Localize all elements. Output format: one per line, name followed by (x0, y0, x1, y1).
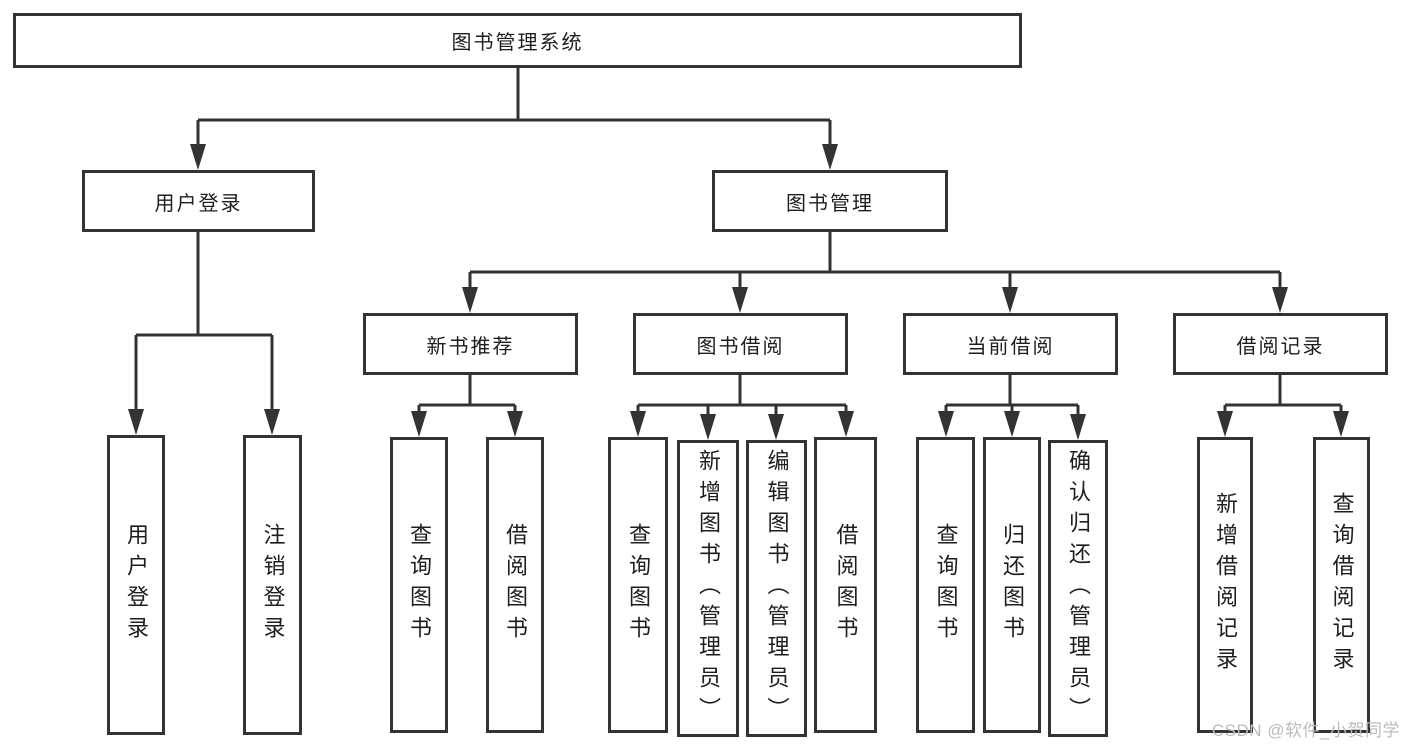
node-book-management-branch: 图书管理 (712, 170, 948, 232)
connector-root-to-level2 (196, 68, 832, 152)
node-group-new-book-recommend: 新书推荐 (363, 313, 578, 375)
connector-borrow-to-leaves (636, 375, 848, 424)
node-leaf-add-book-admin-label: 新增图书（管理员） (696, 449, 721, 728)
node-leaf-borrow-query-books-label: 查询图书 (626, 523, 651, 647)
node-group-new-book-recommend-label: 新书推荐 (426, 335, 515, 358)
node-leaf-query-borrow-record: 查询借阅记录 (1313, 437, 1370, 733)
node-root: 图书管理系统 (13, 13, 1022, 68)
node-leaf-recommend-borrow-books-label: 借阅图书 (503, 523, 528, 647)
connector-records-to-leaves (1223, 375, 1343, 421)
node-user-login-branch: 用户登录 (82, 170, 315, 232)
node-leaf-user-login: 用户登录 (107, 435, 165, 735)
node-leaf-current-query-books: 查询图书 (916, 437, 975, 733)
node-leaf-confirm-return-admin-label: 确认归还（管理员） (1066, 449, 1091, 728)
node-group-current-borrow: 当前借阅 (903, 313, 1118, 375)
connector-recommend-to-leaves (417, 375, 517, 421)
node-leaf-recommend-query-books: 查询图书 (390, 437, 448, 733)
node-group-borrow-records: 借阅记录 (1173, 313, 1388, 375)
node-leaf-borrow-books: 借阅图书 (814, 437, 877, 733)
connector-management-to-groups (468, 232, 1282, 295)
node-leaf-edit-book-admin: 编辑图书（管理员） (746, 440, 807, 737)
node-root-label: 图书管理系统 (451, 32, 584, 54)
node-leaf-user-login-label: 用户登录 (124, 523, 149, 647)
connector-login-to-leaves (134, 232, 274, 417)
node-leaf-add-book-admin: 新增图书（管理员） (677, 440, 739, 737)
node-leaf-borrow-query-books: 查询图书 (608, 437, 668, 733)
node-leaf-add-borrow-record: 新增借阅记录 (1197, 437, 1253, 733)
node-leaf-query-borrow-record-label: 查询借阅记录 (1329, 492, 1355, 678)
node-leaf-recommend-borrow-books: 借阅图书 (486, 437, 544, 733)
node-group-book-borrow: 图书借阅 (633, 313, 848, 375)
arrowhead-icons (128, 144, 1349, 440)
node-user-login-branch-label: 用户登录 (154, 192, 243, 215)
node-group-borrow-records-label: 借阅记录 (1236, 335, 1325, 358)
node-leaf-recommend-query-books-label: 查询图书 (407, 523, 432, 647)
node-leaf-return-books: 归还图书 (983, 437, 1041, 733)
csdn-watermark: CSDN @软件_小贺同学 (1211, 721, 1400, 740)
node-leaf-borrow-books-label: 借阅图书 (833, 523, 859, 647)
node-book-management-branch-label: 图书管理 (786, 192, 874, 215)
node-group-current-borrow-label: 当前借阅 (966, 335, 1055, 358)
node-leaf-current-query-books-label: 查询图书 (933, 523, 959, 647)
node-leaf-logout: 注销登录 (243, 435, 302, 735)
node-leaf-confirm-return-admin: 确认归还（管理员） (1048, 440, 1108, 737)
node-leaf-return-books-label: 归还图书 (1000, 523, 1025, 647)
node-leaf-edit-book-admin-label: 编辑图书（管理员） (764, 449, 790, 728)
node-leaf-add-borrow-record-label: 新增借阅记录 (1213, 492, 1238, 678)
node-leaf-logout-label: 注销登录 (260, 523, 286, 647)
node-group-book-borrow-label: 图书借阅 (696, 335, 785, 358)
